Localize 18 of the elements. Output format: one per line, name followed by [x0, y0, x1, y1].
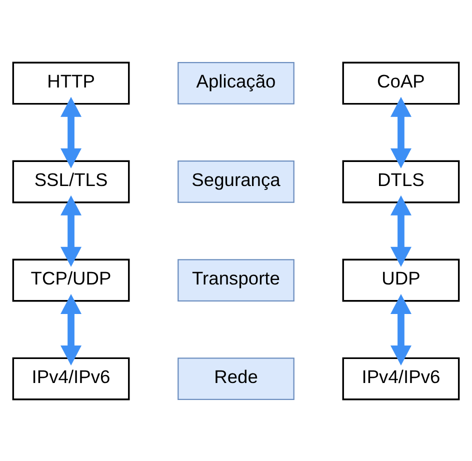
node-box: Transporte	[178, 258, 294, 301]
arrow	[60, 96, 82, 168]
node-box: HTTP	[12, 61, 130, 104]
node-box: UDP	[342, 258, 460, 302]
node-box: SSL/TLS	[12, 160, 130, 203]
node-box: CoAP	[342, 61, 460, 104]
arrow	[60, 293, 82, 365]
node-box: DTLS	[342, 160, 460, 203]
node-box: Segurança	[178, 160, 294, 202]
node-box: IPv4/IPv6	[342, 356, 460, 400]
arrow	[390, 96, 412, 168]
node-box: Rede	[178, 357, 294, 400]
arrow	[390, 293, 412, 365]
node-box: Aplicação	[178, 62, 294, 104]
arrow	[60, 194, 82, 266]
node-box: TCP/UDP	[12, 258, 130, 302]
node-box: IPv4/IPv6	[12, 356, 130, 400]
arrow	[390, 194, 412, 266]
